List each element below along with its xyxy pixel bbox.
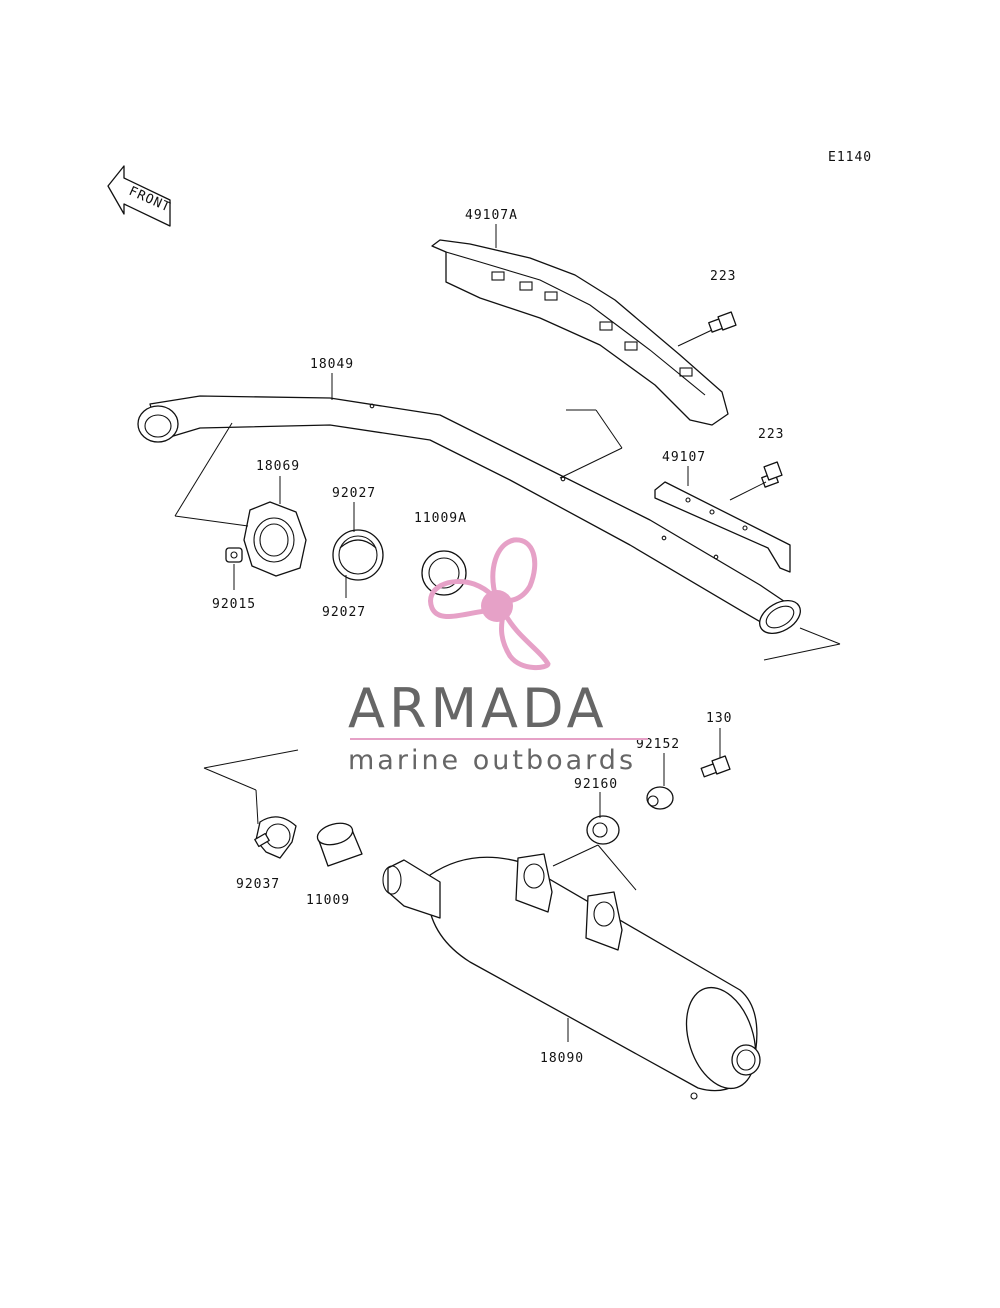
label-bolt-lower: 223 (758, 427, 784, 442)
bolt-lower[interactable] (761, 461, 783, 488)
heat-guard[interactable] (654, 481, 791, 573)
label-damper-92160: 92160 (574, 777, 618, 792)
damper-92160[interactable] (586, 815, 620, 845)
label-muffler: 18090 (540, 1051, 584, 1066)
leader-lines (174, 224, 841, 1042)
front-arrow-icon: FRONT (107, 165, 173, 227)
heat-guard-a[interactable] (431, 239, 729, 426)
label-stud-nut: 92015 (212, 597, 256, 612)
label-collar-a: 11009A (414, 511, 467, 526)
propeller-logo-icon (428, 537, 551, 670)
label-heat-guard-a: 49107A (465, 208, 518, 223)
watermark-brand: ARMADA (348, 677, 608, 740)
gasket-flange[interactable] (243, 501, 307, 577)
diagram-code: E1140 (828, 150, 872, 165)
muffler[interactable] (382, 853, 768, 1100)
bolt-upper[interactable] (708, 311, 737, 333)
label-clamp: 92037 (236, 877, 280, 892)
label-gasket-lower: 92027 (322, 605, 366, 620)
collar-11009[interactable] (315, 820, 363, 867)
label-bolt-upper: 223 (710, 269, 736, 284)
clamp[interactable] (254, 816, 297, 859)
label-heat-guard: 49107 (662, 450, 706, 465)
collar-a[interactable] (421, 550, 467, 596)
label-gasket-upper: 92027 (332, 486, 376, 501)
exhaust-pipe[interactable] (137, 395, 806, 640)
label-gasket-flange: 18069 (256, 459, 300, 474)
label-collar-92152: 92152 (636, 737, 680, 752)
bolt-130[interactable] (700, 755, 731, 778)
stud-nut[interactable] (225, 547, 243, 563)
collar-92152[interactable] (646, 786, 674, 810)
label-collar-11009: 11009 (306, 893, 350, 908)
gasket-upper-lower[interactable] (332, 529, 384, 581)
label-bolt-130: 130 (706, 711, 732, 726)
watermark-tagline: marine outboards (348, 745, 636, 776)
watermark: ARMADA marine outboards (348, 537, 648, 776)
label-exhaust-pipe: 18049 (310, 357, 354, 372)
